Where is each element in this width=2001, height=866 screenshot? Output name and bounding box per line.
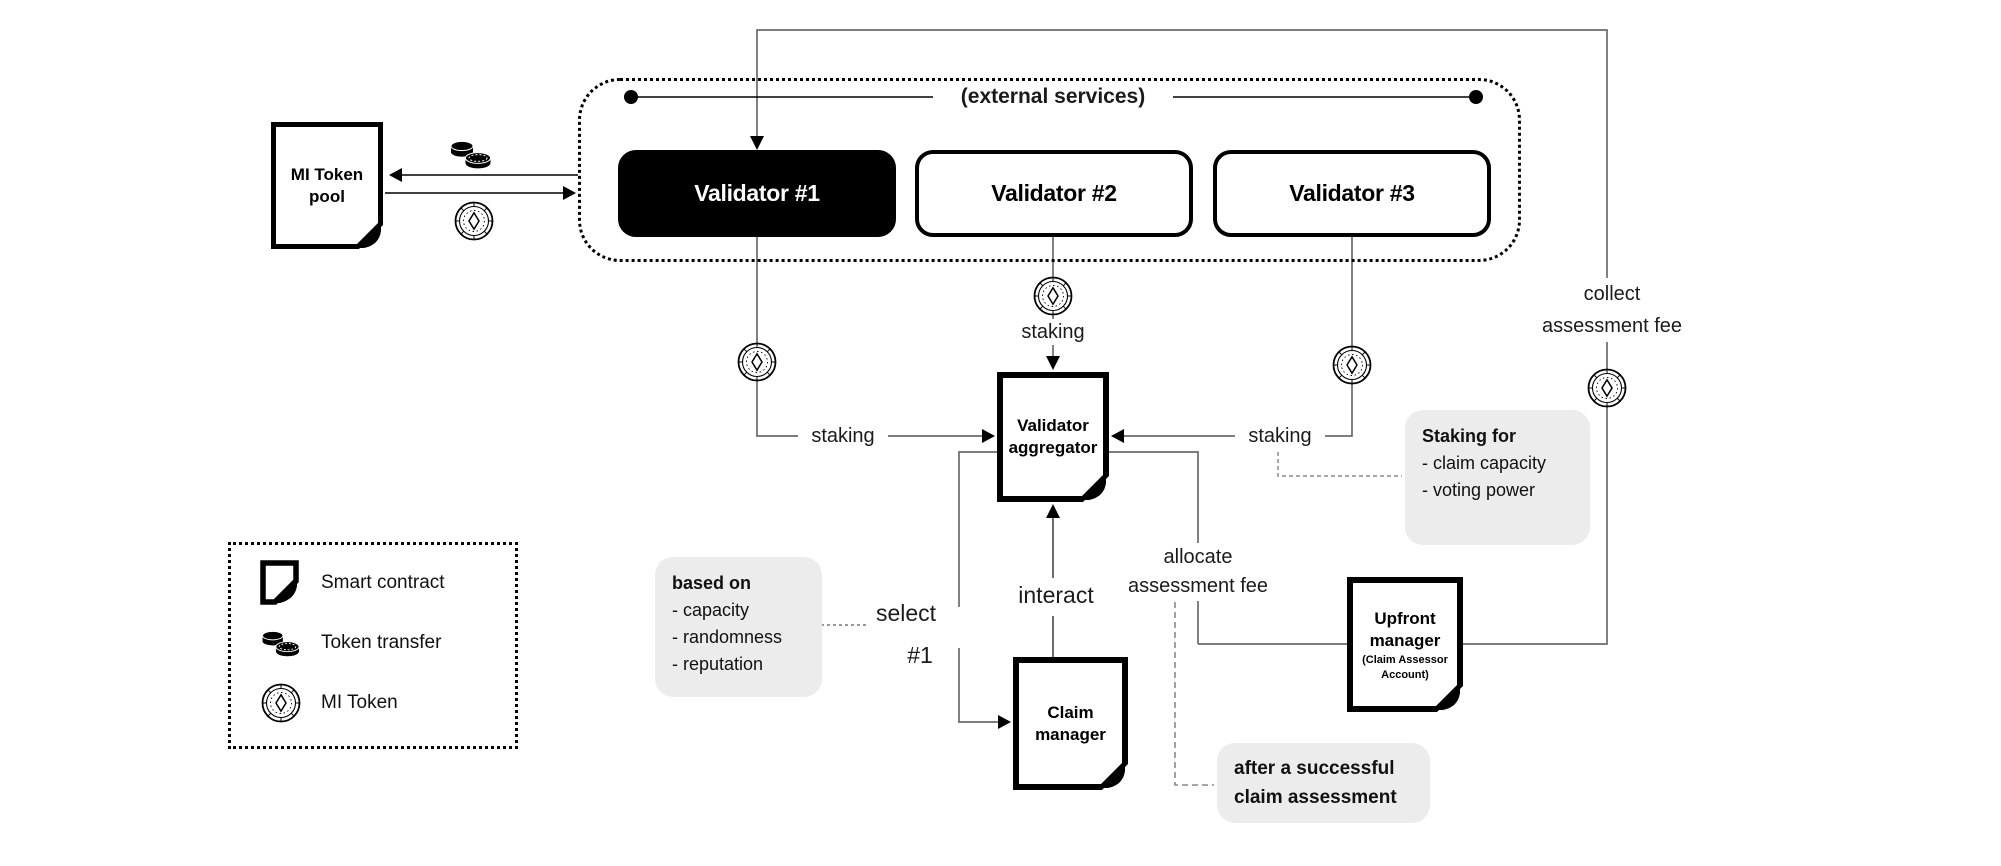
mi-token-pool-node: MI Token pool	[271, 122, 384, 250]
validator-3-label: Validator #3	[1289, 180, 1415, 206]
legend-label-mi-token: MI Token	[321, 692, 398, 713]
validator-2-label: Validator #2	[991, 180, 1117, 206]
page-fold-icon	[1432, 682, 1463, 712]
wire-v3-staking	[1113, 237, 1353, 437]
based-on-note: based on - capacity - randomness - reput…	[655, 557, 822, 697]
claim-manager-node: Claim manager	[1013, 657, 1128, 790]
allocate-fee-line2: assessment fee	[1127, 575, 1269, 597]
validator-aggregator-node: Validator aggregator	[997, 372, 1109, 502]
wire-collect-loop	[756, 29, 1608, 645]
arrowhead-interact	[1046, 504, 1060, 518]
collect-fee-line1: collect	[1583, 283, 1641, 305]
staking-for-title: Staking for	[1422, 426, 1517, 446]
wire-select	[958, 451, 1006, 723]
staking-for-note: Staking for - claim capacity - voting po…	[1405, 410, 1590, 545]
interact-label: interact	[1018, 582, 1094, 608]
external-services-label: (external services)	[933, 83, 1173, 111]
validator-aggregator-label2: aggregator	[1008, 438, 1098, 457]
dash-after-note	[1174, 602, 1214, 786]
smart-contract-icon	[257, 560, 305, 606]
external-services-group	[578, 78, 1521, 262]
validator-2-node: Validator #2	[915, 150, 1193, 237]
staking-label-right: staking	[1235, 423, 1325, 449]
after-claim-line2: claim assessment	[1234, 787, 1397, 808]
staking-for-item: - claim capacity	[1422, 453, 1547, 473]
based-on-item: - capacity	[672, 600, 750, 620]
validator-1-node: Validator #1	[618, 150, 896, 237]
select-label: select	[875, 600, 937, 626]
based-on-title: based on	[672, 573, 752, 593]
validator-1-label: Validator #1	[694, 180, 820, 206]
mi-token-pool-label2: pool	[309, 186, 345, 206]
select-number-label: #1	[907, 642, 933, 668]
mi-token-icon	[454, 201, 494, 241]
claim-manager-label: Claim	[1047, 702, 1094, 722]
wire-v1-staking	[756, 237, 993, 437]
arrowhead-into-validator1	[750, 136, 764, 150]
after-claim-note: after a successful claim assessment	[1217, 743, 1430, 823]
legend-item-token-transfer: Token transfer	[231, 613, 515, 673]
legend-item-mi-token: MI Token	[231, 673, 515, 733]
mi-token-icon	[257, 681, 305, 725]
page-fold-icon	[1097, 760, 1128, 790]
after-claim-line1: after a successful	[1234, 758, 1395, 779]
dash-staking-note	[1277, 452, 1402, 477]
staking-for-item: - voting power	[1422, 480, 1536, 500]
arrowhead-staking-right	[1111, 429, 1124, 443]
mi-token-icon	[1587, 368, 1627, 408]
arrowheads	[389, 136, 1124, 729]
legend-item-smart-contract: Smart contract	[231, 553, 515, 613]
legend-label-token-transfer: Token transfer	[321, 632, 442, 653]
staking-label-middle: staking	[1008, 319, 1098, 345]
collect-fee-line2: assessment fee	[1541, 315, 1683, 337]
allocate-fee-line1: allocate	[1163, 546, 1233, 568]
upfront-manager-sublabel: (Claim Assessor	[1362, 653, 1448, 666]
arrowhead-into-external	[563, 186, 576, 200]
arrowhead-staking-top	[1046, 356, 1060, 370]
upfront-manager-label2: manager	[1369, 630, 1441, 650]
arrowhead-into-pool	[389, 168, 402, 182]
mi-token-icon	[737, 342, 777, 382]
wire-allocate	[1109, 451, 1199, 644]
based-on-item: - randomness	[672, 627, 783, 647]
mi-token-icon	[1033, 276, 1073, 316]
based-on-item: - reputation	[672, 654, 764, 674]
upfront-manager-node: Upfront manager (Claim Assessor Account)	[1347, 577, 1463, 712]
arrowhead-staking-left	[982, 429, 995, 443]
claim-manager-label2: manager	[1035, 724, 1106, 744]
staking-label-left: staking	[798, 423, 888, 449]
token-transfer-icon	[450, 140, 491, 169]
validator-3-node: Validator #3	[1213, 150, 1491, 237]
arrowhead-select	[998, 715, 1011, 729]
legend-label-smart-contract: Smart contract	[321, 572, 445, 593]
page-fold-icon	[353, 220, 384, 250]
legend-box: Smart contract Token transfer MI Token	[228, 542, 518, 749]
upfront-manager-sublabel2: Account)	[1381, 668, 1429, 681]
allocate-fee-label: allocate assessment fee	[1098, 543, 1298, 601]
token-transfer-icon	[257, 623, 305, 663]
page-fold-icon	[1078, 472, 1109, 502]
validator-aggregator-label: Validator	[1017, 416, 1089, 435]
upfront-manager-label: Upfront	[1374, 608, 1436, 628]
mi-token-icon	[1332, 345, 1372, 385]
mi-token-pool-label: MI Token	[290, 164, 364, 184]
collect-fee-label: collect assessment fee	[1512, 278, 1712, 342]
